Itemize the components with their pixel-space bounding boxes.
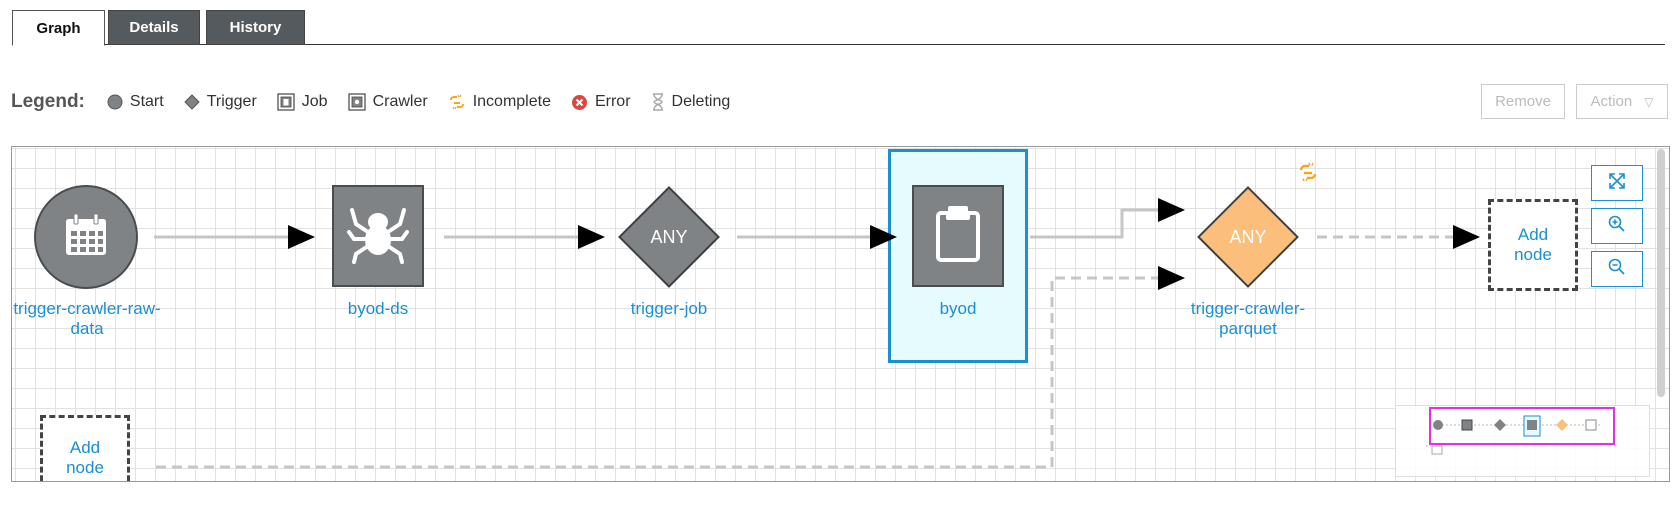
error-icon bbox=[571, 94, 588, 111]
trigger-parquet-condition: ANY bbox=[1229, 226, 1267, 247]
tab-bar: Graph Details History bbox=[12, 10, 1665, 46]
action-dropdown-label: Action bbox=[1590, 93, 1633, 110]
minimap-viewport[interactable] bbox=[1429, 407, 1615, 445]
legend-item-start: Start bbox=[107, 93, 164, 111]
start-node[interactable] bbox=[34, 185, 138, 289]
broken-link-icon bbox=[448, 93, 466, 111]
job-icon bbox=[277, 93, 295, 111]
graph-edges bbox=[154, 198, 1480, 469]
node-label-trigger-parquet[interactable]: trigger-crawler-parquet bbox=[1190, 299, 1306, 338]
remove-button[interactable]: Remove bbox=[1481, 84, 1565, 119]
trigger-parquet-node[interactable]: ANY bbox=[1197, 186, 1299, 288]
legend-label: Crawler bbox=[372, 93, 428, 110]
minimap-graph bbox=[1426, 415, 1600, 455]
legend-label: Trigger bbox=[206, 93, 257, 110]
zoom-in-icon bbox=[1608, 215, 1626, 238]
node-label-start[interactable]: trigger-crawler-raw-data bbox=[13, 299, 161, 338]
circle-icon bbox=[107, 94, 123, 110]
zoom-out-button[interactable] bbox=[1591, 251, 1643, 287]
legend-item-error: Error bbox=[571, 93, 631, 111]
crawler-icon bbox=[347, 93, 366, 111]
add-node-label: Add node bbox=[66, 438, 104, 477]
add-node-label: Add node bbox=[1514, 225, 1552, 264]
fit-to-screen-button[interactable] bbox=[1591, 165, 1643, 201]
remove-button-label: Remove bbox=[1495, 93, 1551, 110]
tab-history[interactable]: History bbox=[206, 10, 305, 45]
node-label-crawler[interactable]: byod-ds bbox=[347, 299, 409, 318]
trigger-node[interactable]: ANY bbox=[618, 186, 720, 288]
legend-item-crawler: Crawler bbox=[347, 93, 428, 111]
expand-icon bbox=[1609, 172, 1625, 194]
legend-item-trigger: Trigger bbox=[183, 93, 257, 111]
legend-label: Job bbox=[301, 93, 328, 110]
minimap[interactable] bbox=[1395, 405, 1650, 477]
node-label-job[interactable]: byod bbox=[939, 299, 977, 318]
legend-label: Deleting bbox=[671, 93, 731, 110]
hourglass-icon bbox=[651, 93, 665, 111]
calendar-icon bbox=[62, 211, 110, 264]
job-node[interactable] bbox=[912, 185, 1004, 287]
legend-item-deleting: Deleting bbox=[651, 93, 731, 111]
clipboard-icon bbox=[933, 205, 983, 268]
spider-icon bbox=[346, 202, 410, 271]
edge-add-to-trigger-parquet bbox=[156, 266, 1185, 469]
trigger-condition: ANY bbox=[650, 226, 688, 247]
legend-label: Incomplete bbox=[472, 93, 551, 110]
legend-label: Error bbox=[594, 93, 631, 110]
add-node-button-bottom[interactable]: Add node bbox=[40, 415, 130, 481]
legend-label: Start bbox=[129, 93, 164, 110]
legend-title: Legend: bbox=[11, 91, 85, 112]
add-node-button[interactable]: Add node bbox=[1488, 199, 1578, 291]
diamond-icon bbox=[183, 94, 200, 110]
graph-canvas[interactable]: trigger-crawler-raw-data byod-ds ANY tri… bbox=[11, 146, 1670, 482]
vertical-scrollbar[interactable] bbox=[1657, 149, 1665, 397]
node-label-trigger[interactable]: trigger-job bbox=[630, 299, 708, 318]
tab-details[interactable]: Details bbox=[108, 10, 200, 45]
edge-job-to-trigger-parquet bbox=[1030, 198, 1185, 239]
zoom-in-button[interactable] bbox=[1591, 208, 1643, 244]
tab-graph[interactable]: Graph bbox=[12, 10, 105, 46]
chevron-down-icon: ▽ bbox=[1644, 94, 1654, 109]
legend: Legend: Start Trigger Job Crawler Incomp… bbox=[11, 88, 750, 116]
zoom-out-icon bbox=[1608, 258, 1626, 281]
legend-item-incomplete: Incomplete bbox=[448, 93, 551, 111]
crawler-node[interactable] bbox=[332, 185, 424, 287]
legend-item-job: Job bbox=[277, 93, 328, 111]
action-dropdown[interactable]: Action ▽ bbox=[1576, 84, 1668, 119]
broken-link-icon bbox=[1297, 161, 1319, 188]
